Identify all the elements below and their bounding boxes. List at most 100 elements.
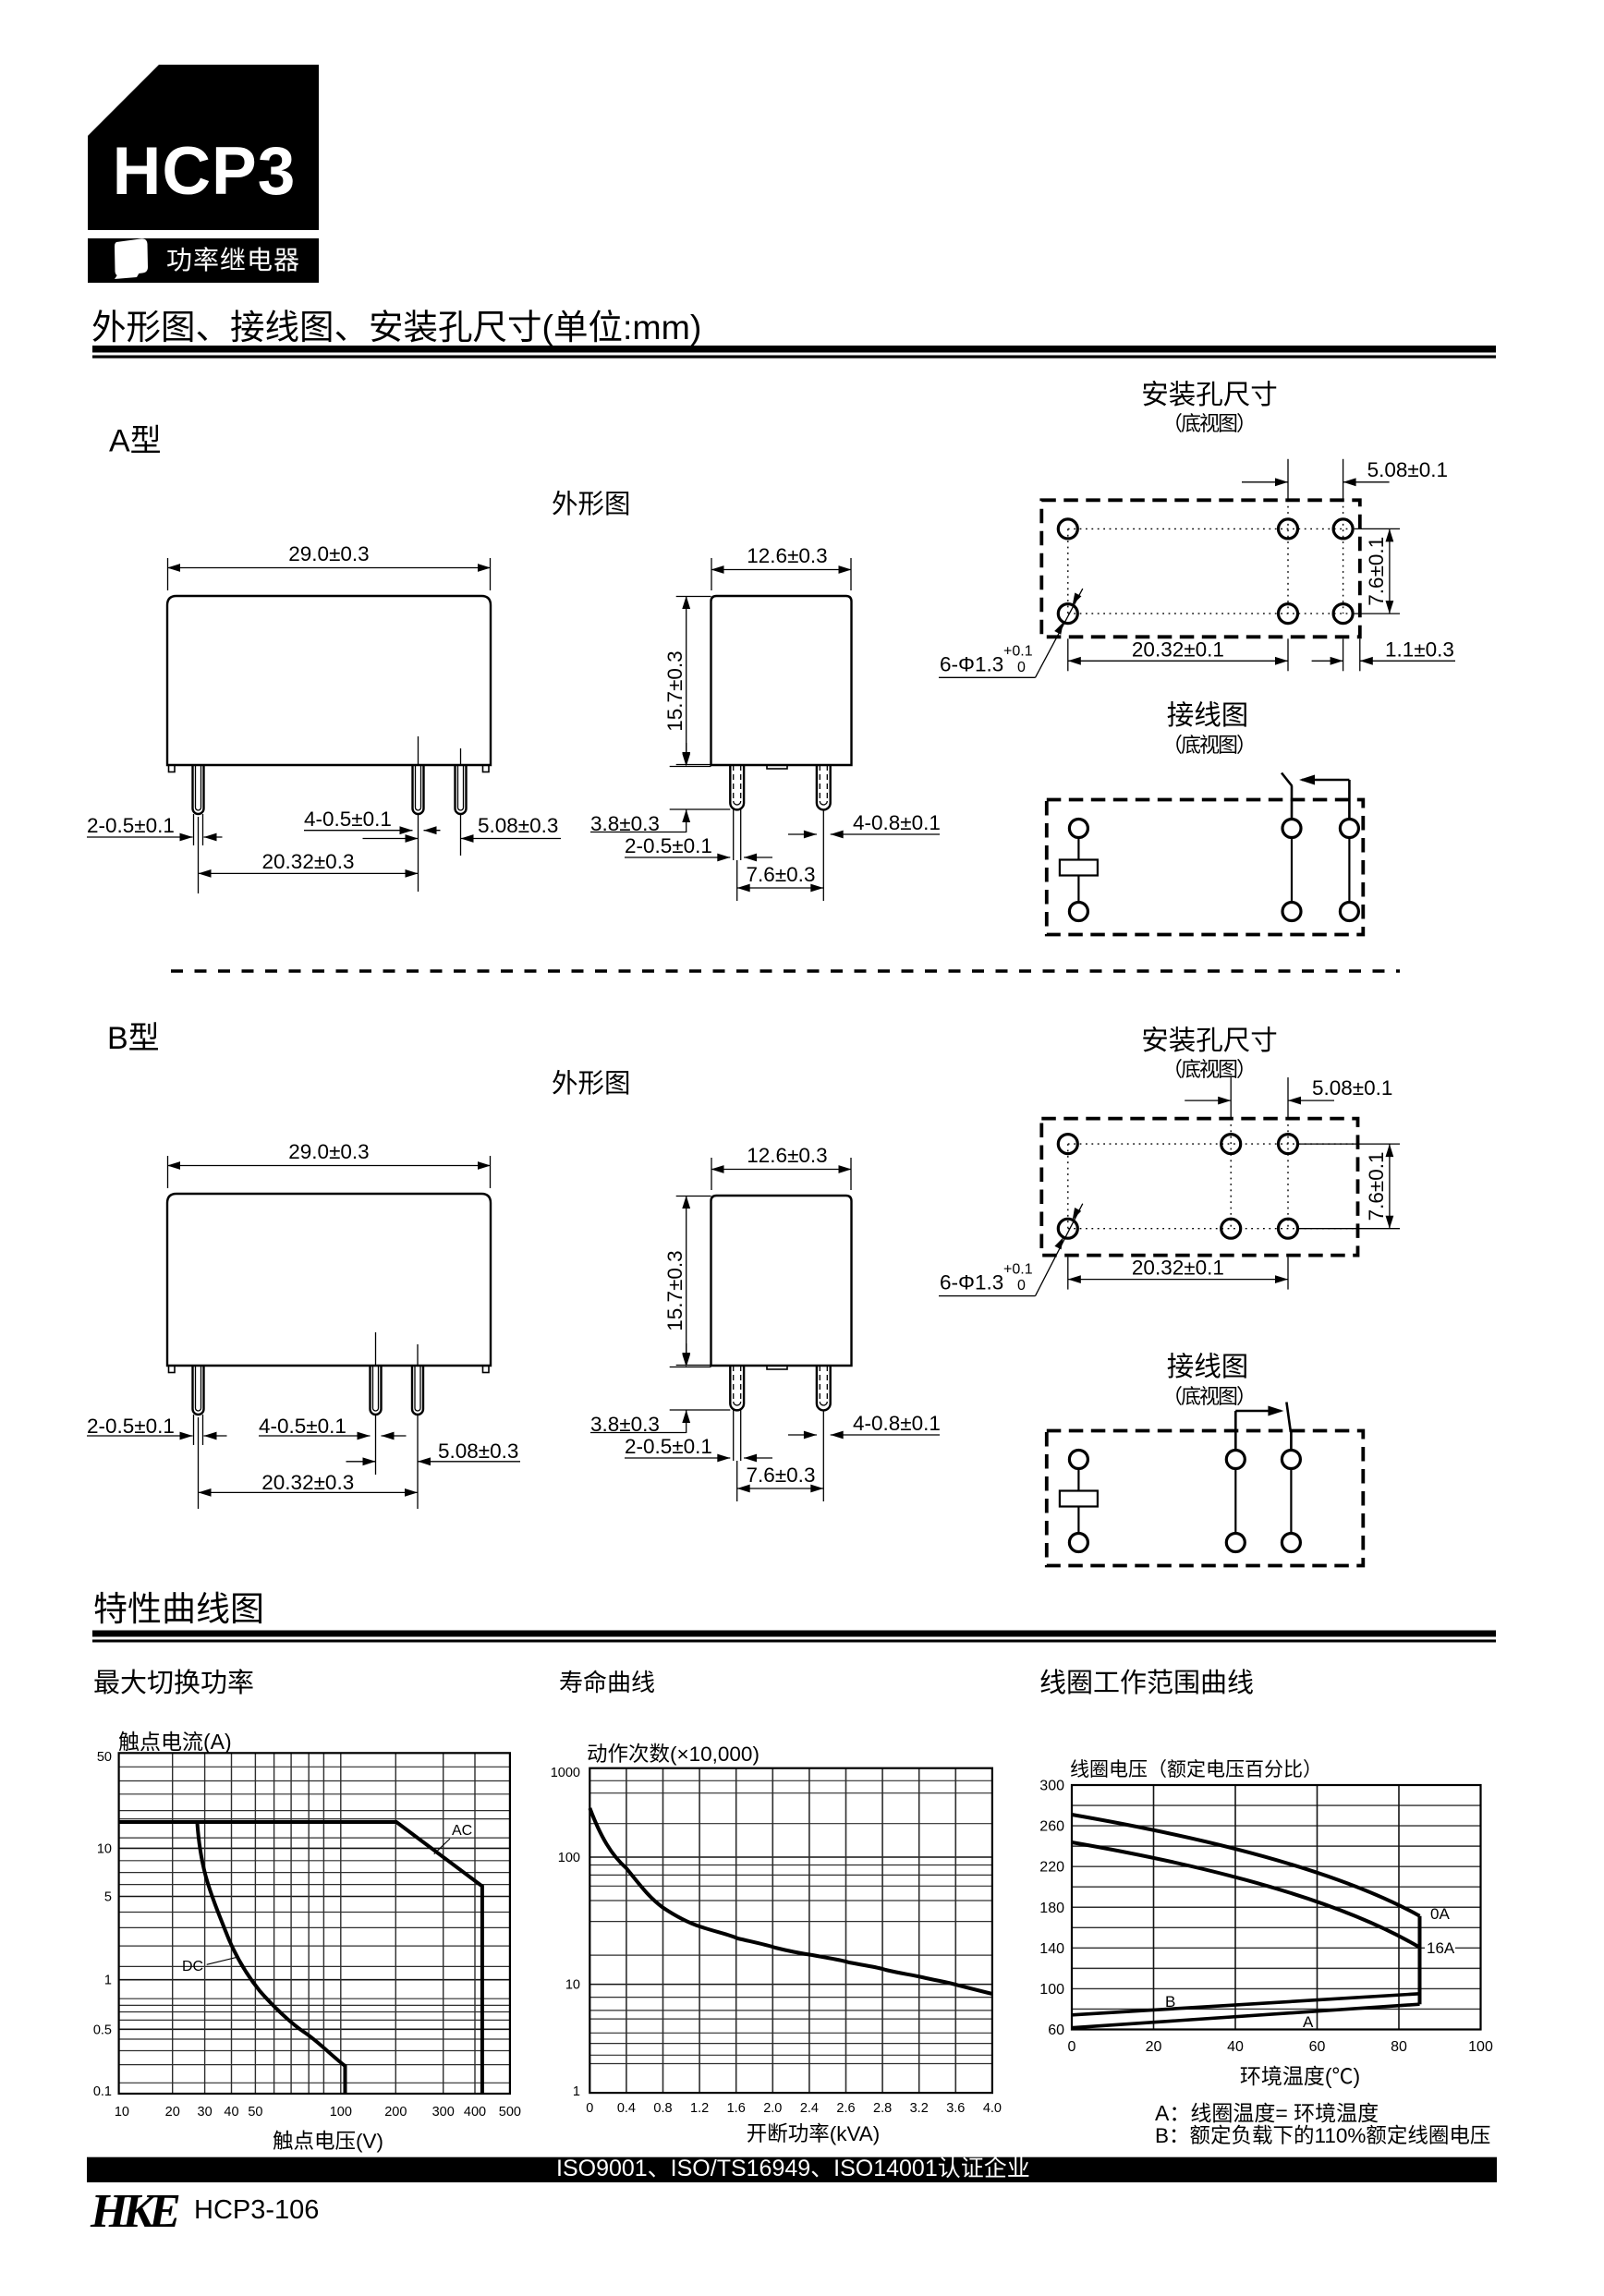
svg-text:20.32±0.3: 20.32±0.3 [262, 850, 355, 873]
svg-text:15.7±0.3: 15.7±0.3 [663, 1250, 687, 1330]
svg-text:0: 0 [1017, 1278, 1026, 1294]
svg-text:开断功率(kVA): 开断功率(kVA) [747, 2122, 881, 2145]
svg-text:5: 5 [104, 1890, 112, 1905]
svg-text:（底视图）: （底视图） [1162, 1385, 1255, 1408]
svg-text:100: 100 [1468, 2039, 1493, 2055]
svg-text:安装孔尺寸: 安装孔尺寸 [1141, 380, 1278, 410]
svg-text:50: 50 [97, 1750, 112, 1765]
svg-text:4-0.5±0.1: 4-0.5±0.1 [259, 1415, 346, 1438]
svg-text:60: 60 [1309, 2039, 1326, 2055]
svg-text:+0.1: +0.1 [1003, 1262, 1033, 1278]
svg-text:外形图: 外形图 [552, 490, 631, 519]
svg-text:3.8±0.3: 3.8±0.3 [590, 1413, 660, 1436]
svg-text:100: 100 [1039, 1982, 1064, 1998]
svg-text:400: 400 [464, 2105, 486, 2120]
svg-text:1.2: 1.2 [690, 2101, 709, 2116]
svg-text:2.8: 2.8 [873, 2101, 892, 2116]
svg-text:0.4: 0.4 [617, 2101, 636, 2116]
svg-text:1.6: 1.6 [727, 2101, 746, 2116]
svg-text:1.1±0.3: 1.1±0.3 [1385, 638, 1454, 661]
svg-text:180: 180 [1039, 1901, 1064, 1916]
svg-text:HCP3-106: HCP3-106 [194, 2195, 319, 2225]
svg-text:最大切换功率: 最大切换功率 [93, 1668, 254, 1698]
svg-text:DC: DC [182, 1959, 203, 1974]
svg-text:动作次数(×10,000): 动作次数(×10,000) [587, 1743, 759, 1766]
svg-text:4-0.8±0.1: 4-0.8±0.1 [853, 811, 941, 834]
svg-text:3.6: 3.6 [946, 2101, 965, 2116]
svg-text:特性曲线图: 特性曲线图 [93, 1590, 264, 1628]
svg-text:4-0.5±0.1: 4-0.5±0.1 [304, 808, 392, 831]
svg-text:2-0.5±0.1: 2-0.5±0.1 [87, 814, 175, 837]
svg-text:0: 0 [1068, 2039, 1076, 2055]
svg-text:80: 80 [1391, 2039, 1407, 2055]
svg-text:7.6±0.3: 7.6±0.3 [747, 863, 816, 886]
svg-text:B型: B型 [107, 1021, 160, 1056]
svg-text:0.8: 0.8 [653, 2101, 672, 2116]
svg-text:0.5: 0.5 [93, 2023, 112, 2037]
svg-text:0: 0 [586, 2101, 593, 2116]
svg-text:100: 100 [330, 2105, 352, 2120]
svg-text:10: 10 [97, 1841, 112, 1856]
svg-text:7.6±0.1: 7.6±0.1 [1365, 1151, 1388, 1221]
svg-text:300: 300 [432, 2105, 455, 2120]
svg-text:环境温度(℃): 环境温度(℃) [1240, 2064, 1360, 2088]
svg-text:3.8±0.3: 3.8±0.3 [590, 812, 660, 835]
svg-text:15.7±0.3: 15.7±0.3 [663, 650, 687, 731]
svg-text:触点电流(A): 触点电流(A) [118, 1730, 232, 1754]
svg-text:接线图: 接线图 [1167, 700, 1249, 731]
svg-text:20: 20 [1146, 2039, 1162, 2055]
svg-text:40: 40 [224, 2105, 238, 2120]
svg-text:5.08±0.3: 5.08±0.3 [478, 814, 558, 837]
svg-text:1: 1 [104, 1974, 112, 1988]
svg-text:20.32±0.1: 20.32±0.1 [1132, 1257, 1224, 1280]
svg-text:100: 100 [558, 1851, 580, 1865]
svg-text:0: 0 [1017, 660, 1026, 675]
svg-text:寿命曲线: 寿命曲线 [559, 1669, 655, 1696]
svg-text:5.08±0.3: 5.08±0.3 [438, 1440, 518, 1463]
svg-text:220: 220 [1039, 1860, 1064, 1876]
svg-text:7.6±0.3: 7.6±0.3 [747, 1464, 816, 1487]
svg-text:12.6±0.3: 12.6±0.3 [747, 544, 827, 567]
svg-text:ISO9001、ISO/TS16949、ISO14001认证: ISO9001、ISO/TS16949、ISO14001认证企业 [556, 2156, 1030, 2181]
svg-text:50: 50 [248, 2105, 262, 2120]
svg-text:2.4: 2.4 [800, 2101, 819, 2116]
svg-text:外形图、接线图、安装孔尺寸(单位:mm): 外形图、接线图、安装孔尺寸(单位:mm) [91, 308, 701, 346]
svg-text:A：线圈温度= 环境温度: A：线圈温度= 环境温度 [1155, 2101, 1379, 2125]
svg-text:5.08±0.1: 5.08±0.1 [1367, 458, 1448, 481]
svg-text:HKE: HKE [90, 2185, 179, 2238]
svg-text:16A: 16A [1427, 1939, 1455, 1957]
svg-text:60: 60 [1048, 2023, 1064, 2038]
svg-text:0A: 0A [1430, 1905, 1450, 1923]
svg-text:2.0: 2.0 [763, 2101, 782, 2116]
svg-text:6-Φ1.3: 6-Φ1.3 [940, 1271, 1003, 1294]
svg-text:12.6±0.3: 12.6±0.3 [747, 1144, 827, 1167]
svg-text:A: A [1303, 2013, 1314, 2031]
svg-text:30: 30 [198, 2105, 213, 2120]
svg-text:40: 40 [1227, 2039, 1244, 2055]
svg-text:6-Φ1.3: 6-Φ1.3 [940, 652, 1003, 675]
svg-text:B: B [1165, 1993, 1175, 2011]
svg-text:29.0±0.3: 29.0±0.3 [288, 1140, 369, 1163]
svg-text:300: 300 [1039, 1779, 1064, 1794]
svg-text:1000: 1000 [551, 1766, 580, 1780]
svg-text:5.08±0.1: 5.08±0.1 [1312, 1076, 1392, 1099]
svg-text:线圈工作范围曲线: 线圈工作范围曲线 [1039, 1668, 1254, 1698]
svg-text:1: 1 [573, 2084, 580, 2099]
svg-text:260: 260 [1039, 1819, 1064, 1835]
svg-text:外形图: 外形图 [552, 1069, 631, 1099]
svg-text:B：额定负载下的110%额定线圈电压: B：额定负载下的110%额定线圈电压 [1155, 2124, 1490, 2147]
svg-text:2-0.5±0.1: 2-0.5±0.1 [625, 1435, 712, 1458]
svg-text:2.6: 2.6 [836, 2101, 855, 2116]
svg-text:20: 20 [165, 2105, 180, 2120]
svg-text:触点电压(V): 触点电压(V) [273, 2130, 383, 2153]
svg-text:AC: AC [452, 1823, 472, 1839]
svg-text:A型: A型 [109, 424, 162, 459]
svg-text:20.32±0.3: 20.32±0.3 [261, 1471, 354, 1494]
svg-text:功率继电器: 功率继电器 [166, 246, 300, 274]
svg-text:0.1: 0.1 [93, 2084, 112, 2099]
svg-text:500: 500 [499, 2105, 521, 2120]
svg-text:（底视图）: （底视图） [1162, 1058, 1255, 1081]
svg-text:29.0±0.3: 29.0±0.3 [288, 542, 369, 565]
svg-text:HCP3: HCP3 [113, 134, 297, 209]
svg-text:10: 10 [115, 2105, 129, 2120]
